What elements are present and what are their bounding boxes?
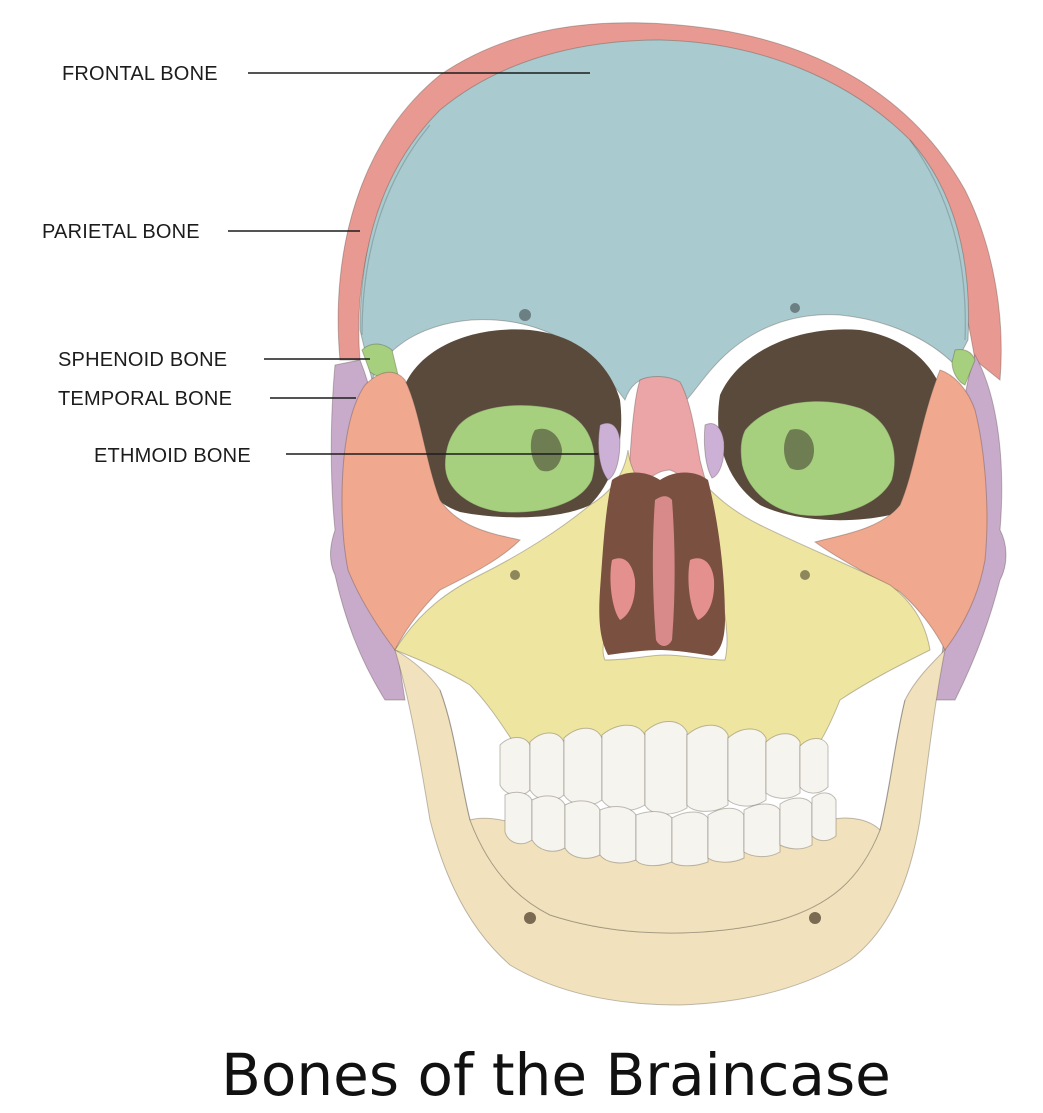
mental-foramen-left <box>524 912 536 924</box>
label-frontal-bone: FRONTAL BONE <box>62 63 218 85</box>
orbit-left-sphenoid <box>445 405 595 512</box>
supraorbital-foramen-left <box>519 309 531 321</box>
nasal-septum <box>653 496 675 646</box>
label-ethmoid-bone: ETHMOID BONE <box>94 445 251 467</box>
caption-title: Bones of the Braincase <box>221 1041 891 1109</box>
mental-foramen-right <box>809 912 821 924</box>
infraorbital-foramen-left <box>510 570 520 580</box>
ethmoid-bone-right <box>704 424 724 478</box>
label-sphenoid-bone: SPHENOID BONE <box>58 349 227 371</box>
label-temporal-bone: TEMPORAL BONE <box>58 388 232 410</box>
supraorbital-foramen-right <box>790 303 800 313</box>
label-parietal-bone: PARIETAL BONE <box>42 221 200 243</box>
infraorbital-foramen-right <box>800 570 810 580</box>
orbit-right-sphenoid <box>741 401 895 516</box>
